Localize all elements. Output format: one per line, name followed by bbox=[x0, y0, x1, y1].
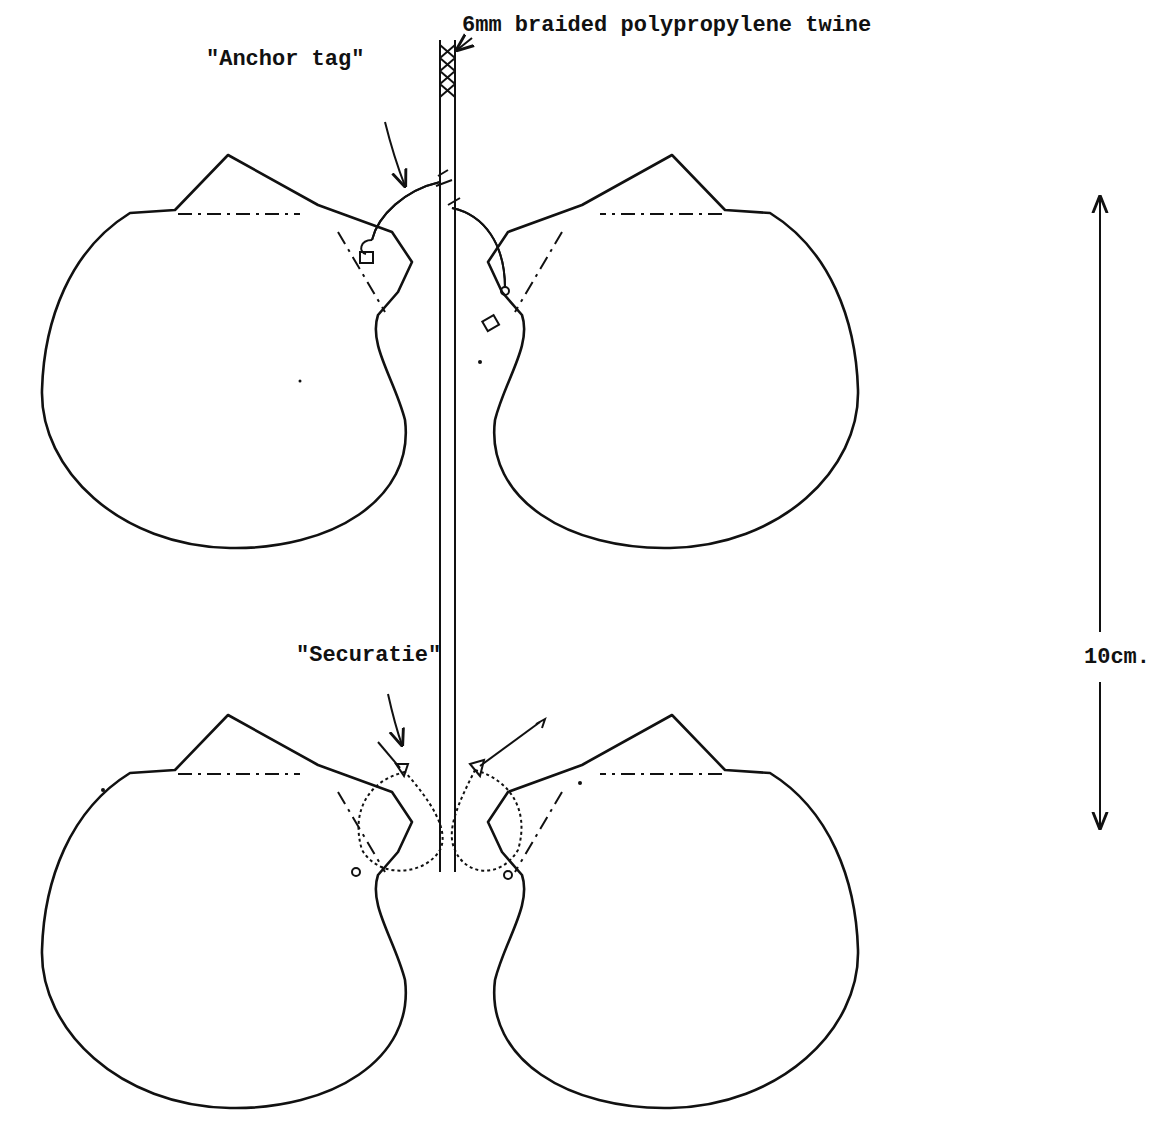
anchor-tag bbox=[360, 170, 509, 331]
securatie-tie bbox=[352, 719, 545, 879]
scallop-shell bbox=[42, 715, 412, 1108]
part-label: 6mm braided polypropylene twine bbox=[462, 14, 871, 38]
scallop-shell bbox=[42, 155, 412, 548]
scallop-shell bbox=[488, 715, 858, 1108]
dimension-arrow bbox=[1100, 197, 1101, 828]
dimension-label: 10cm. bbox=[1084, 646, 1150, 670]
twine bbox=[440, 40, 455, 872]
scallop-shell bbox=[488, 155, 858, 548]
speck bbox=[101, 360, 582, 792]
leader-arrow bbox=[385, 38, 472, 745]
part-label: "Securatie" bbox=[296, 644, 441, 668]
part-label: "Anchor tag" bbox=[206, 48, 364, 72]
